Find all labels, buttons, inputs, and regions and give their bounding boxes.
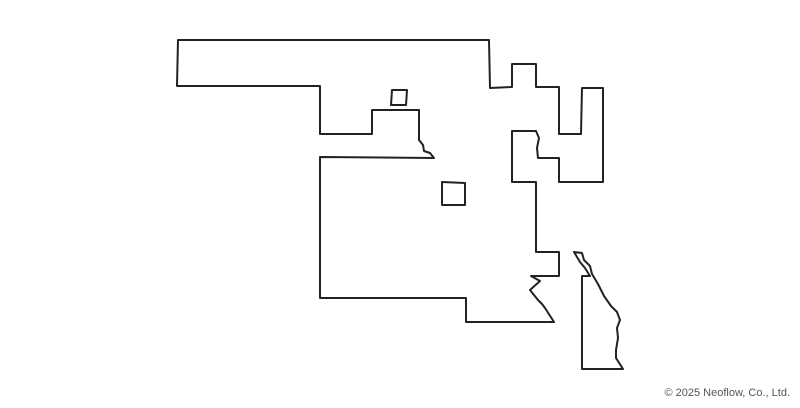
- enclave-small: [390, 89, 408, 106]
- coastal-piece: [573, 251, 624, 370]
- enclave-center: [441, 181, 466, 206]
- main-boundary: [176, 39, 604, 323]
- copyright-notice: © 2025 Neoflow, Co., Ltd.: [664, 387, 790, 399]
